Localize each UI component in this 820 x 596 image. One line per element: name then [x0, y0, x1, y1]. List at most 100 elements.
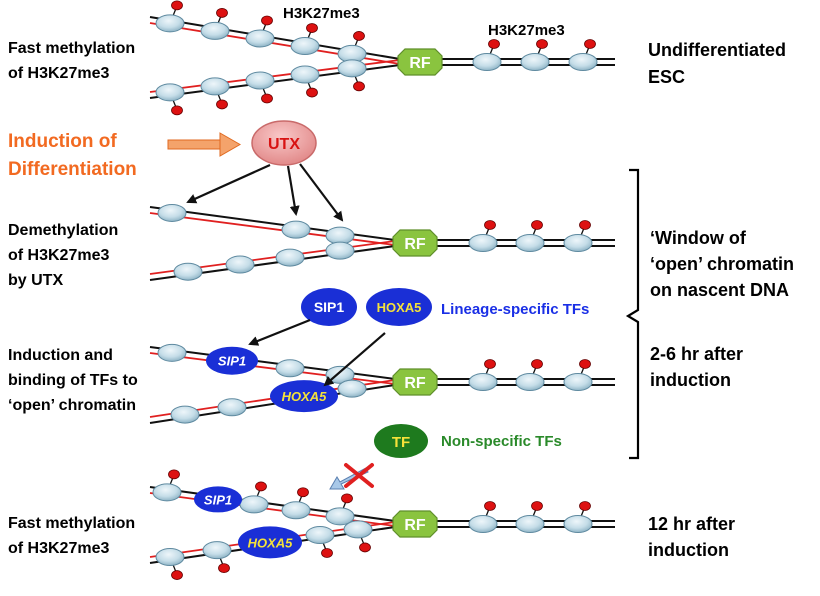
nucleosome — [275, 248, 305, 267]
left-label-stage2-line1: Demethylation — [8, 222, 118, 239]
hoxa5-free: HOXA5 — [366, 288, 432, 326]
sip1-bound-label: SIP1 — [218, 354, 246, 369]
nucleosome — [290, 37, 320, 56]
nucleosome — [155, 83, 185, 102]
methyl-mark — [216, 8, 228, 18]
nucleosome — [325, 507, 355, 526]
replication-factor — [392, 229, 438, 257]
nucleosome — [173, 262, 203, 281]
methyl-mark — [171, 105, 183, 116]
left-label-stage3-line2: binding of TFs to — [8, 372, 138, 389]
left-label-stage2-line2: of H3K27me3 — [8, 247, 109, 264]
window-label-line3: on nascent DNA — [650, 280, 789, 300]
sip1-bound-2-shape — [194, 486, 242, 513]
dna-strand — [149, 486, 396, 522]
methyl-mark — [297, 487, 309, 498]
nucleosome — [152, 483, 182, 502]
h3k27me3-label-2: H3K27me3 — [488, 22, 565, 39]
induction-arrow — [167, 132, 242, 157]
left-label-stage3-line3: ‘open’ chromatin — [8, 397, 136, 414]
methyl-mark — [353, 81, 365, 92]
sip1-bound-shape — [206, 346, 258, 375]
nucleosome — [468, 234, 498, 252]
methyl-mark — [484, 220, 496, 230]
nonspecific-tf: TF — [374, 424, 428, 458]
tf-binding-arrows — [248, 318, 386, 387]
rf-label: RF — [404, 517, 426, 534]
methyl-mark — [359, 542, 371, 553]
nucleosome — [275, 359, 305, 378]
sip1-free: SIP1 — [301, 288, 357, 326]
utx-enzyme: UTX — [251, 120, 317, 166]
methyl-mark — [484, 501, 496, 511]
nucleosome — [563, 515, 593, 533]
time2-label-line1: 12 hr after — [648, 514, 735, 534]
time1-label-line1: 2-6 hr after — [650, 344, 743, 364]
replication-factor — [392, 368, 438, 396]
methyl-mark — [353, 31, 365, 41]
left-label-stage2-line3: by UTX — [8, 272, 63, 289]
nucleosome — [563, 234, 593, 252]
nonspecific-tfs-label: Non-specific TFs — [441, 433, 562, 450]
tf-label: TF — [392, 434, 410, 451]
methyl-mark — [171, 0, 183, 11]
methyl-mark — [531, 359, 543, 369]
replication-fork-1: RF — [149, 0, 615, 116]
left-label-stage4-line2: of H3K27me3 — [8, 540, 109, 557]
nucleosome — [472, 53, 502, 71]
methyl-mark — [218, 563, 230, 574]
nucleosome — [200, 21, 230, 40]
nucleosome — [520, 53, 550, 71]
methyl-mark — [484, 359, 496, 369]
methyl-mark — [261, 93, 273, 104]
dna-strand — [149, 206, 396, 241]
nucleosome — [337, 59, 367, 78]
induction-label-line2: Differentiation — [8, 159, 137, 180]
h3k27me3-label-1: H3K27me3 — [283, 5, 360, 22]
nucleosome — [281, 501, 311, 520]
right-label-stage1-line2: ESC — [648, 67, 685, 87]
sip1-bound: SIP1 — [206, 346, 258, 375]
induction-label-line1: Induction of — [8, 131, 117, 152]
methyl-mark — [531, 220, 543, 230]
nucleosome — [281, 220, 311, 239]
methyl-mark — [579, 501, 591, 511]
methyl-mark — [321, 548, 333, 558]
methyl-mark — [579, 220, 591, 230]
rf-label: RF — [404, 375, 426, 392]
methyl-mark — [536, 39, 548, 49]
nucleosome — [225, 255, 255, 274]
nucleosome — [170, 405, 200, 424]
nucleosome — [200, 77, 230, 96]
methyl-mark — [488, 39, 500, 49]
window-bracket — [625, 168, 640, 460]
nucleosome — [568, 53, 598, 71]
nucleosome — [245, 29, 275, 48]
utx-demethylation-arrows — [186, 163, 344, 222]
hoxa5-free-label: HOXA5 — [377, 300, 422, 315]
nucleosome — [468, 373, 498, 391]
nucleosome — [325, 226, 355, 245]
methyl-mark — [306, 87, 318, 98]
nascent-strand — [149, 352, 396, 385]
nucleosome — [343, 520, 373, 539]
nucleosome — [157, 203, 187, 222]
sip1-bound-2: SIP1 — [194, 486, 242, 513]
sip1-bound-2-label: SIP1 — [204, 492, 232, 507]
window-label-line2: ‘open’ chromatin — [650, 254, 794, 274]
nucleosome — [157, 343, 187, 362]
left-label-stage1-line1: Fast methylation — [8, 40, 135, 57]
left-label-stage1-line2: of H3K27me3 — [8, 65, 109, 82]
nucleosome — [155, 548, 185, 567]
nucleosome — [337, 379, 367, 398]
hoxa5-bound-shape — [270, 380, 338, 413]
nucleosome — [468, 515, 498, 533]
rf-label: RF — [404, 236, 426, 253]
methyl-mark — [255, 481, 267, 492]
hoxa5-bound: HOXA5 — [270, 380, 338, 413]
methyl-mark — [584, 39, 596, 49]
